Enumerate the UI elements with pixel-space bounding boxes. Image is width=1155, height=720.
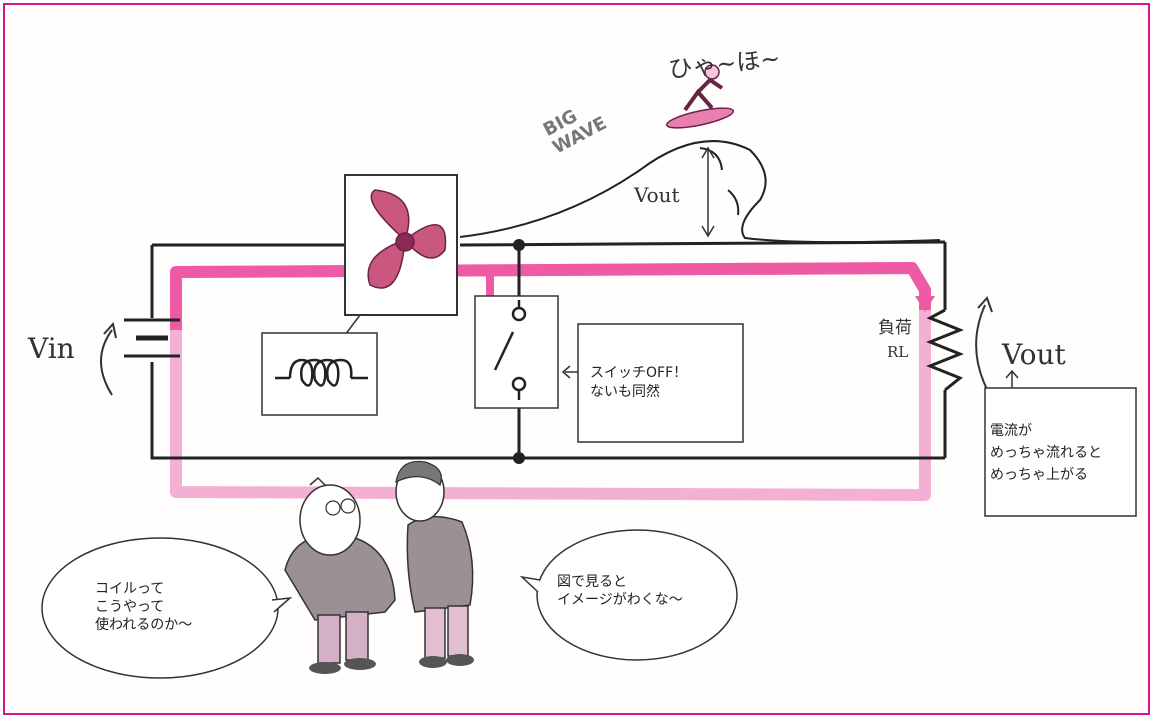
vout-label-wave: Vout: [634, 183, 680, 207]
junction-top: [513, 239, 525, 251]
load-label: 負荷: [878, 318, 912, 338]
vout-arrowhead: [977, 296, 993, 313]
battery-icon: [124, 318, 180, 358]
wave-arrow-top: [701, 146, 715, 159]
surfer-icon: [665, 64, 735, 129]
vin-arrow: [100, 329, 113, 396]
load-symbol: RL: [887, 343, 909, 361]
speech-bubble-right: [536, 529, 738, 661]
switch-note-box: [577, 323, 744, 443]
resistor-icon: [925, 308, 965, 392]
switch-note: スイッチOFF！ ないも同然: [590, 365, 688, 400]
character-right: [395, 460, 474, 668]
vin-label: Vin: [28, 332, 75, 365]
wave-arrow-bottom: [701, 225, 715, 238]
fan-icon: [367, 189, 447, 289]
wave-icon: [459, 140, 941, 244]
switch-icon: [493, 300, 527, 400]
vout-up-arrow: [1005, 369, 1019, 388]
fan-pointer: [344, 314, 361, 336]
inductor-box: [261, 332, 378, 416]
junction-bottom: [513, 452, 525, 464]
speech-tail-left: [271, 596, 293, 613]
current-arrow: [915, 296, 935, 312]
speech-text-left: コイルって こうやって 使われるのか〜: [95, 581, 193, 633]
character-left: [284, 476, 396, 674]
inductor-icon: [275, 358, 368, 387]
speech-tail-right: [519, 575, 541, 593]
vout-label-right: Vout: [1002, 338, 1066, 371]
vout-arrow: [975, 304, 991, 396]
current-note: 電流が めっちゃ流れると めっちゃ上がる: [990, 423, 1102, 483]
speech-text-right: 図で見ると イメージがわくな〜: [557, 574, 683, 608]
current-note-box: [984, 387, 1137, 517]
vin-arrowhead: [103, 321, 117, 339]
